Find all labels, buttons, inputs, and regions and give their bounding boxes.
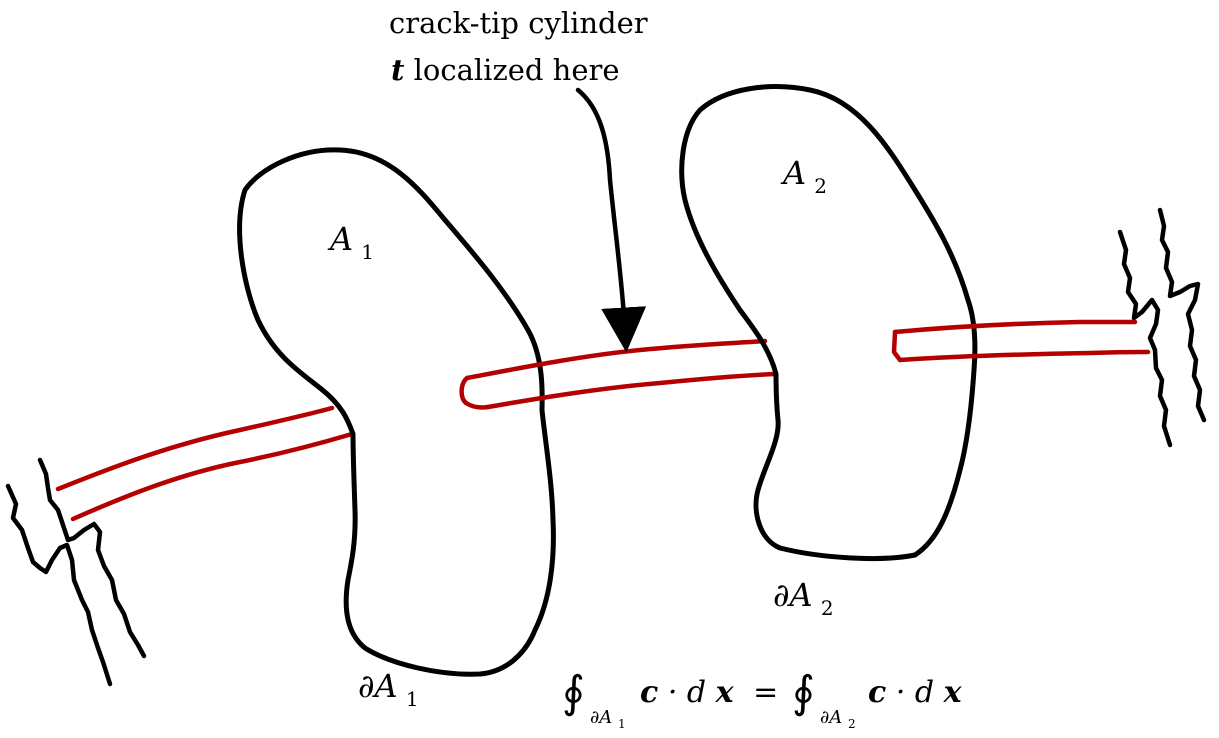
svg-text:∂A 1: ∂A 1 [358, 667, 419, 711]
equation-c-1: c [640, 675, 658, 710]
crack-left-upper [55, 405, 335, 492]
svg-text:∮: ∮ [562, 667, 585, 718]
integral-2-subscript-index: 2 [848, 717, 856, 731]
path-independence-equation: ∮ ∂A 1 c · d x = ∮ ∂A 2 c · d x [562, 667, 963, 731]
right-broken-edge-inner [1157, 207, 1207, 423]
equation-dot-d-1: · d [668, 675, 706, 710]
crack-middle-tip [459, 375, 491, 410]
boundary-a2-label: ∂A [773, 576, 813, 614]
region-a1-outline [237, 147, 556, 677]
annotation-arrow [575, 87, 647, 353]
svg-text:∮: ∮ [792, 667, 815, 718]
crack-right-lower [897, 349, 1151, 363]
svg-text:t localized here: t localized here [391, 53, 620, 87]
crack-left-lower [70, 431, 355, 522]
integral-1-subscript-index: 1 [618, 717, 626, 731]
integral-1-subscript: ∂A [590, 707, 612, 728]
annotation-t-symbol: t [391, 53, 405, 87]
region-a1-subscript: 1 [361, 240, 374, 264]
crack-middle-upper [464, 338, 768, 381]
region-a2-subscript: 2 [814, 174, 827, 198]
annotation-line1: crack-tip cylinder [389, 6, 648, 40]
svg-text:crack-tip cylinder: crack-tip cylinder [389, 6, 648, 40]
svg-text:∂A 1: ∂A 1 [590, 707, 626, 731]
region-a2-outline [679, 84, 978, 562]
integral-2-subscript: ∂A [820, 707, 842, 728]
svg-text:c · d x =: c · d x = [640, 675, 778, 710]
boundary-a1-subscript: 1 [406, 687, 419, 711]
region-a2-label: A [780, 154, 806, 192]
svg-text:∂A 2: ∂A 2 [773, 576, 834, 620]
boundary-a1-label: ∂A [358, 667, 398, 705]
svg-text:∂A 2: ∂A 2 [820, 707, 856, 731]
contour-integral-symbol-2: ∮ [792, 667, 815, 718]
equation-x-1: x [715, 675, 735, 710]
right-broken-edge-outer [1117, 229, 1173, 448]
contour-integral-symbol-1: ∮ [562, 667, 585, 718]
left-broken-edge-inner [37, 457, 147, 659]
boundary-a2-subscript: 2 [821, 596, 834, 620]
crack-right-tip [891, 329, 903, 363]
svg-text:A 1: A 1 [327, 220, 374, 264]
crack-middle-lower [485, 371, 779, 410]
equation-dot-d-2: · d [896, 675, 934, 710]
equation-c-2: c [868, 675, 886, 710]
equation-equals: = [753, 675, 778, 710]
region-a1-label: A [327, 220, 353, 258]
svg-text:c · d x: c · d x [868, 675, 963, 710]
left-broken-edge-outer [5, 483, 113, 687]
equation-x-2: x [943, 675, 963, 710]
annotation-line2-text: localized here [414, 53, 620, 87]
crack-right-upper [892, 319, 1138, 335]
svg-text:A 2: A 2 [780, 154, 827, 198]
